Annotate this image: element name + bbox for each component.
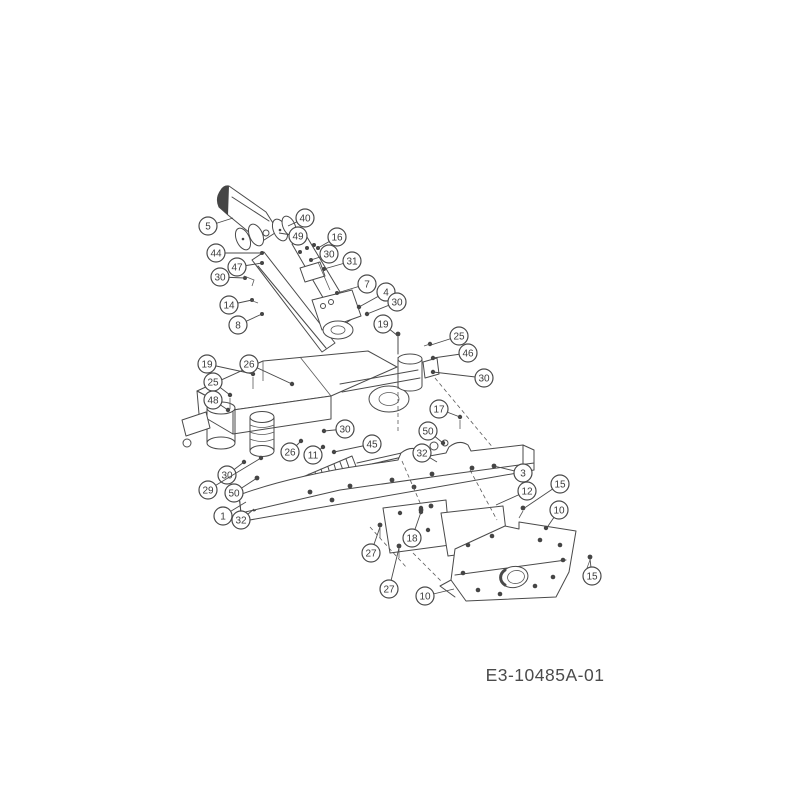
callout-balloon-46: 46 (432, 343, 478, 363)
callout-balloon-27: 27 (379, 547, 400, 599)
callout-balloon-15: 15 (582, 558, 602, 586)
svg-text:10: 10 (419, 591, 431, 602)
callout-balloon-32: 32 (231, 508, 255, 530)
callout-balloon-25: 25 (203, 372, 231, 396)
svg-text:14: 14 (223, 300, 235, 311)
callout-balloon-26: 26 (239, 354, 293, 385)
callout-balloon-5: 5 (198, 216, 234, 236)
callout-balloon-48: 48 (203, 390, 229, 411)
callout-balloon-47: 47 (227, 257, 263, 277)
callout-balloon-49: 49 (278, 226, 308, 246)
callout-balloon-14: 14 (219, 295, 253, 315)
svg-text:40: 40 (299, 213, 311, 224)
svg-text:27: 27 (365, 548, 377, 559)
svg-text:15: 15 (554, 479, 566, 490)
callout-balloon-3: 3 (493, 463, 533, 483)
svg-text:16: 16 (331, 232, 343, 243)
callout-balloon-16: 16 (317, 227, 347, 249)
svg-text:44: 44 (210, 248, 222, 259)
svg-text:30: 30 (214, 272, 226, 283)
callout-balloon-30: 30 (217, 461, 245, 485)
svg-text:50: 50 (228, 488, 240, 499)
callout-balloon-17: 17 (429, 399, 461, 419)
callout-balloon-30: 30 (432, 368, 494, 388)
svg-text:7: 7 (364, 279, 370, 290)
callout-balloon-11: 11 (303, 445, 324, 465)
callout-balloon-30: 30 (310, 244, 339, 264)
svg-text:30: 30 (391, 297, 403, 308)
svg-text:1: 1 (220, 511, 226, 522)
svg-text:50: 50 (422, 426, 434, 437)
callout-balloon-15: 15 (522, 474, 570, 510)
callout-balloon-50: 50 (224, 477, 258, 503)
svg-text:30: 30 (323, 249, 335, 260)
steering-arm-assembly (216, 185, 297, 251)
svg-text:5: 5 (205, 221, 211, 232)
svg-text:19: 19 (377, 319, 389, 330)
callout-balloon-50: 50 (418, 421, 444, 444)
callout-balloon-44: 44 (206, 243, 262, 263)
svg-text:8: 8 (235, 320, 241, 331)
svg-text:11: 11 (308, 450, 319, 461)
diagram-part-number: E3-10485A-01 (486, 665, 605, 685)
callout-balloon-10: 10 (545, 500, 569, 530)
svg-text:3: 3 (520, 468, 526, 479)
svg-text:10: 10 (553, 505, 565, 516)
svg-text:18: 18 (406, 533, 418, 544)
svg-text:31: 31 (346, 256, 358, 267)
svg-text:45: 45 (366, 439, 378, 450)
svg-text:49: 49 (292, 231, 304, 242)
svg-text:12: 12 (521, 486, 533, 497)
callout-balloon-10: 10 (415, 586, 455, 606)
svg-text:29: 29 (202, 485, 214, 496)
svg-text:15: 15 (586, 571, 598, 582)
callout-balloon-30: 30 (323, 419, 355, 439)
svg-text:48: 48 (207, 395, 219, 406)
svg-text:32: 32 (235, 515, 247, 526)
callout-balloon-45: 45 (333, 434, 382, 454)
svg-text:19: 19 (201, 359, 213, 370)
steering-column-tower (243, 236, 370, 353)
callout-balloon-1: 1 (213, 501, 247, 526)
callout-balloon-40: 40 (287, 208, 315, 228)
callout-balloon-30: 30 (366, 292, 407, 315)
svg-text:17: 17 (433, 404, 445, 415)
callout-balloon-31: 31 (323, 251, 362, 271)
callout-balloon-26: 26 (280, 440, 302, 462)
svg-text:25: 25 (453, 331, 465, 342)
svg-text:46: 46 (462, 348, 474, 359)
svg-text:4: 4 (383, 287, 389, 298)
frame-cross-member (238, 441, 535, 522)
svg-text:30: 30 (221, 470, 233, 481)
callout-balloon-12: 12 (495, 481, 537, 506)
frame-bracket-assembly (181, 331, 500, 457)
svg-text:30: 30 (478, 373, 490, 384)
svg-text:25: 25 (207, 377, 219, 388)
callout-balloon-19: 19 (373, 314, 399, 337)
callout-balloon-18: 18 (402, 511, 422, 548)
callout-balloon-29: 29 (198, 457, 262, 500)
callout-balloon-27: 27 (361, 526, 381, 563)
svg-text:47: 47 (231, 262, 243, 273)
svg-text:26: 26 (243, 359, 255, 370)
svg-text:27: 27 (383, 584, 395, 595)
callout-balloon-30: 30 (210, 267, 246, 287)
svg-text:30: 30 (339, 424, 351, 435)
lower-panels (369, 460, 593, 602)
callout-balloon-19: 19 (197, 354, 254, 375)
svg-text:32: 32 (416, 448, 428, 459)
callout-balloon-32: 32 (412, 443, 438, 463)
callout-balloon-8: 8 (228, 313, 263, 335)
svg-text:26: 26 (284, 447, 296, 458)
callout-balloon-7: 7 (336, 274, 377, 294)
callout-balloon-25: 25 (430, 326, 469, 346)
